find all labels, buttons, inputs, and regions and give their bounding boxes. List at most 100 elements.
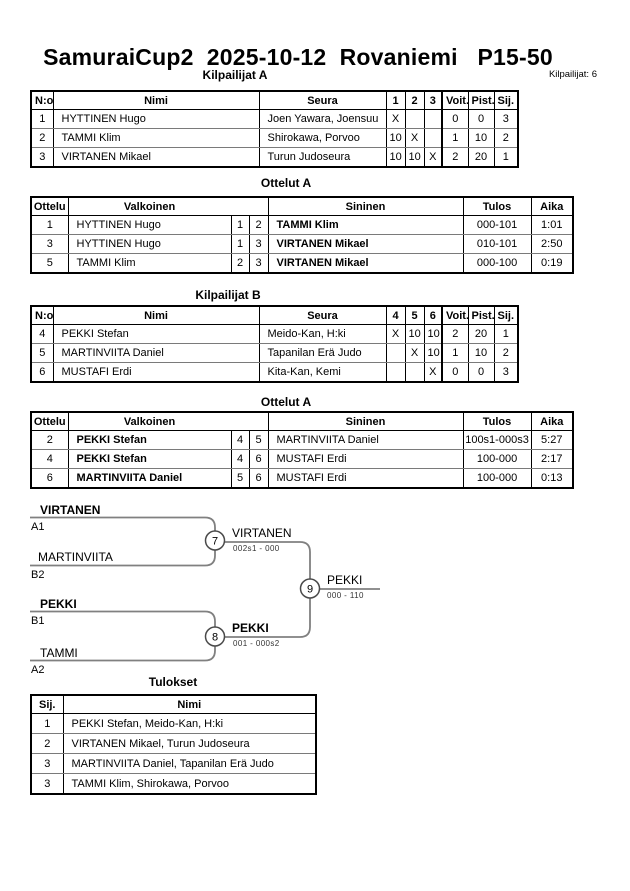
match-winner: PEKKI [327,573,362,587]
cell-blue: VIRTANEN Mikael [267,253,464,274]
match-number-circle [204,530,226,551]
cell-white: MARTINVIITA Daniel [67,468,232,489]
competitors-count: Kilpailijat: 6 [548,69,597,80]
cell-blue: VIRTANEN Mikael [267,234,464,254]
result-row: 3 MARTINVIITA Daniel, Tapanilan Erä Judo [30,753,317,774]
column-header: Valkoinen [67,196,269,216]
cell-match-number: 1 [30,215,69,235]
column-header: Nimi [52,305,260,325]
cell-place: 3 [30,773,64,795]
cell-points: 0 [467,362,495,383]
cell-match-number: 2 [30,430,69,450]
cell-time: 0:19 [530,253,574,274]
header-row: Sij. Nimi [30,694,317,714]
cell-name: TAMMI Klim, Shirokawa, Porvoo [62,773,317,795]
cell-white-no: 2 [230,253,250,274]
competitor-row: 5 MARTINVIITA Daniel Tapanilan Erä Judo … [30,343,519,363]
result-row: 3 TAMMI Klim, Shirokawa, Porvoo [30,773,317,795]
header-row: Ottelu Valkoinen Sininen Tulos Aika [30,411,574,431]
column-header: Sij. [493,90,519,110]
competitor-row: 6 MUSTAFI Erdi Kita-Kan, Kemi X 0 0 3 [30,362,519,383]
cell-place: 1 [493,324,519,344]
column-header: Pist. [467,90,495,110]
column-header: Nimi [62,694,317,714]
cell-white-no: 1 [230,215,250,235]
match-number: 8 [212,632,218,644]
competitor-row: 3 VIRTANEN Mikael Turun Judoseura 10 10 … [30,147,519,168]
section-title-ottelut-a1: Ottelut A [260,176,312,190]
column-header: Seura [258,305,387,325]
cell-result: 000-100 [462,253,532,274]
cell-place: 2 [30,733,64,754]
cell-blue-no: 5 [248,430,269,450]
cell-score: X [385,109,406,129]
cell-place: 3 [30,753,64,774]
cell-score: X [404,128,425,148]
match-winner: PEKKI [232,621,269,635]
column-header: 6 [423,305,443,325]
cell-place: 2 [493,343,519,363]
cell-score: X [385,324,406,344]
column-header: Sininen [267,411,464,431]
cell-score: 10 [385,128,406,148]
cell-points: 10 [467,343,495,363]
kilpailijat-a-table: N:o Nimi Seura 1 2 3 Voit. Pist. Sij. 1 … [30,90,519,168]
column-header: Pist. [467,305,495,325]
medal-bracket: VIRTANEN A1 MARTINVIITA B2 PEKKI B1 TAMM… [30,503,380,676]
cell-points: 10 [467,128,495,148]
match-row: 5 TAMMI Klim 2 3 VIRTANEN Mikael 000-100… [30,253,574,274]
cell-number: 6 [30,362,54,383]
cell-name: PEKKI Stefan, Meido-Kan, H:ki [62,713,317,734]
cell-score [385,343,406,363]
cell-result: 100-000 [462,468,532,489]
cell-white: HYTTINEN Hugo [67,234,232,254]
cell-number: 3 [30,147,54,168]
cell-result: 000-101 [462,215,532,235]
match-number-circle [299,578,321,599]
bracket-entry-seed: B1 [31,615,44,627]
cell-white-no: 4 [230,449,250,469]
ottelut-a1-table: Ottelu Valkoinen Sininen Tulos Aika 1 HY… [30,196,575,274]
cell-score: 10 [385,147,406,168]
cell-time: 0:13 [530,468,574,489]
match-score: 000 - 110 [327,591,364,600]
match-number: 9 [307,584,313,596]
cell-name: TAMMI Klim [52,128,260,148]
cell-score: 10 [423,343,443,363]
cell-wins: 0 [441,362,469,383]
cell-name: HYTTINEN Hugo [52,109,260,129]
column-header: 3 [423,90,443,110]
section-title-ottelut-a2: Ottelut A [260,395,312,409]
column-header: Voit. [441,305,469,325]
cell-wins: 2 [441,147,469,168]
column-header: Tulos [462,196,532,216]
cell-match-number: 6 [30,468,69,489]
cell-white-no: 5 [230,468,250,489]
column-header: 5 [404,305,425,325]
column-header: 1 [385,90,406,110]
bracket-entry-seed: A1 [31,521,44,533]
cell-blue: MUSTAFI Erdi [267,468,464,489]
cell-score: X [404,343,425,363]
bracket-entry-name: MARTINVIITA [38,550,113,564]
match-winner: VIRTANEN [232,526,292,540]
cell-white-no: 4 [230,430,250,450]
kilpailijat-b-table: N:o Nimi Seura 4 5 6 Voit. Pist. Sij. 4 … [30,305,519,383]
cell-match-number: 5 [30,253,69,274]
cell-score [385,362,406,383]
cell-blue-no: 3 [248,253,269,274]
cell-wins: 0 [441,109,469,129]
match-score: 002s1 - 000 [233,544,280,553]
column-header: 4 [385,305,406,325]
cell-match-number: 4 [30,449,69,469]
cell-blue-no: 6 [248,468,269,489]
cell-wins: 2 [441,324,469,344]
cell-white: PEKKI Stefan [67,430,232,450]
cell-points: 20 [467,147,495,168]
section-title-kilpailijat-a: Kilpailijat A [202,68,268,82]
column-header: Seura [258,90,387,110]
cell-time: 5:27 [530,430,574,450]
match-number: 7 [212,536,218,548]
column-header: Sij. [30,694,64,714]
cell-name: VIRTANEN Mikael, Turun Judoseura [62,733,317,754]
